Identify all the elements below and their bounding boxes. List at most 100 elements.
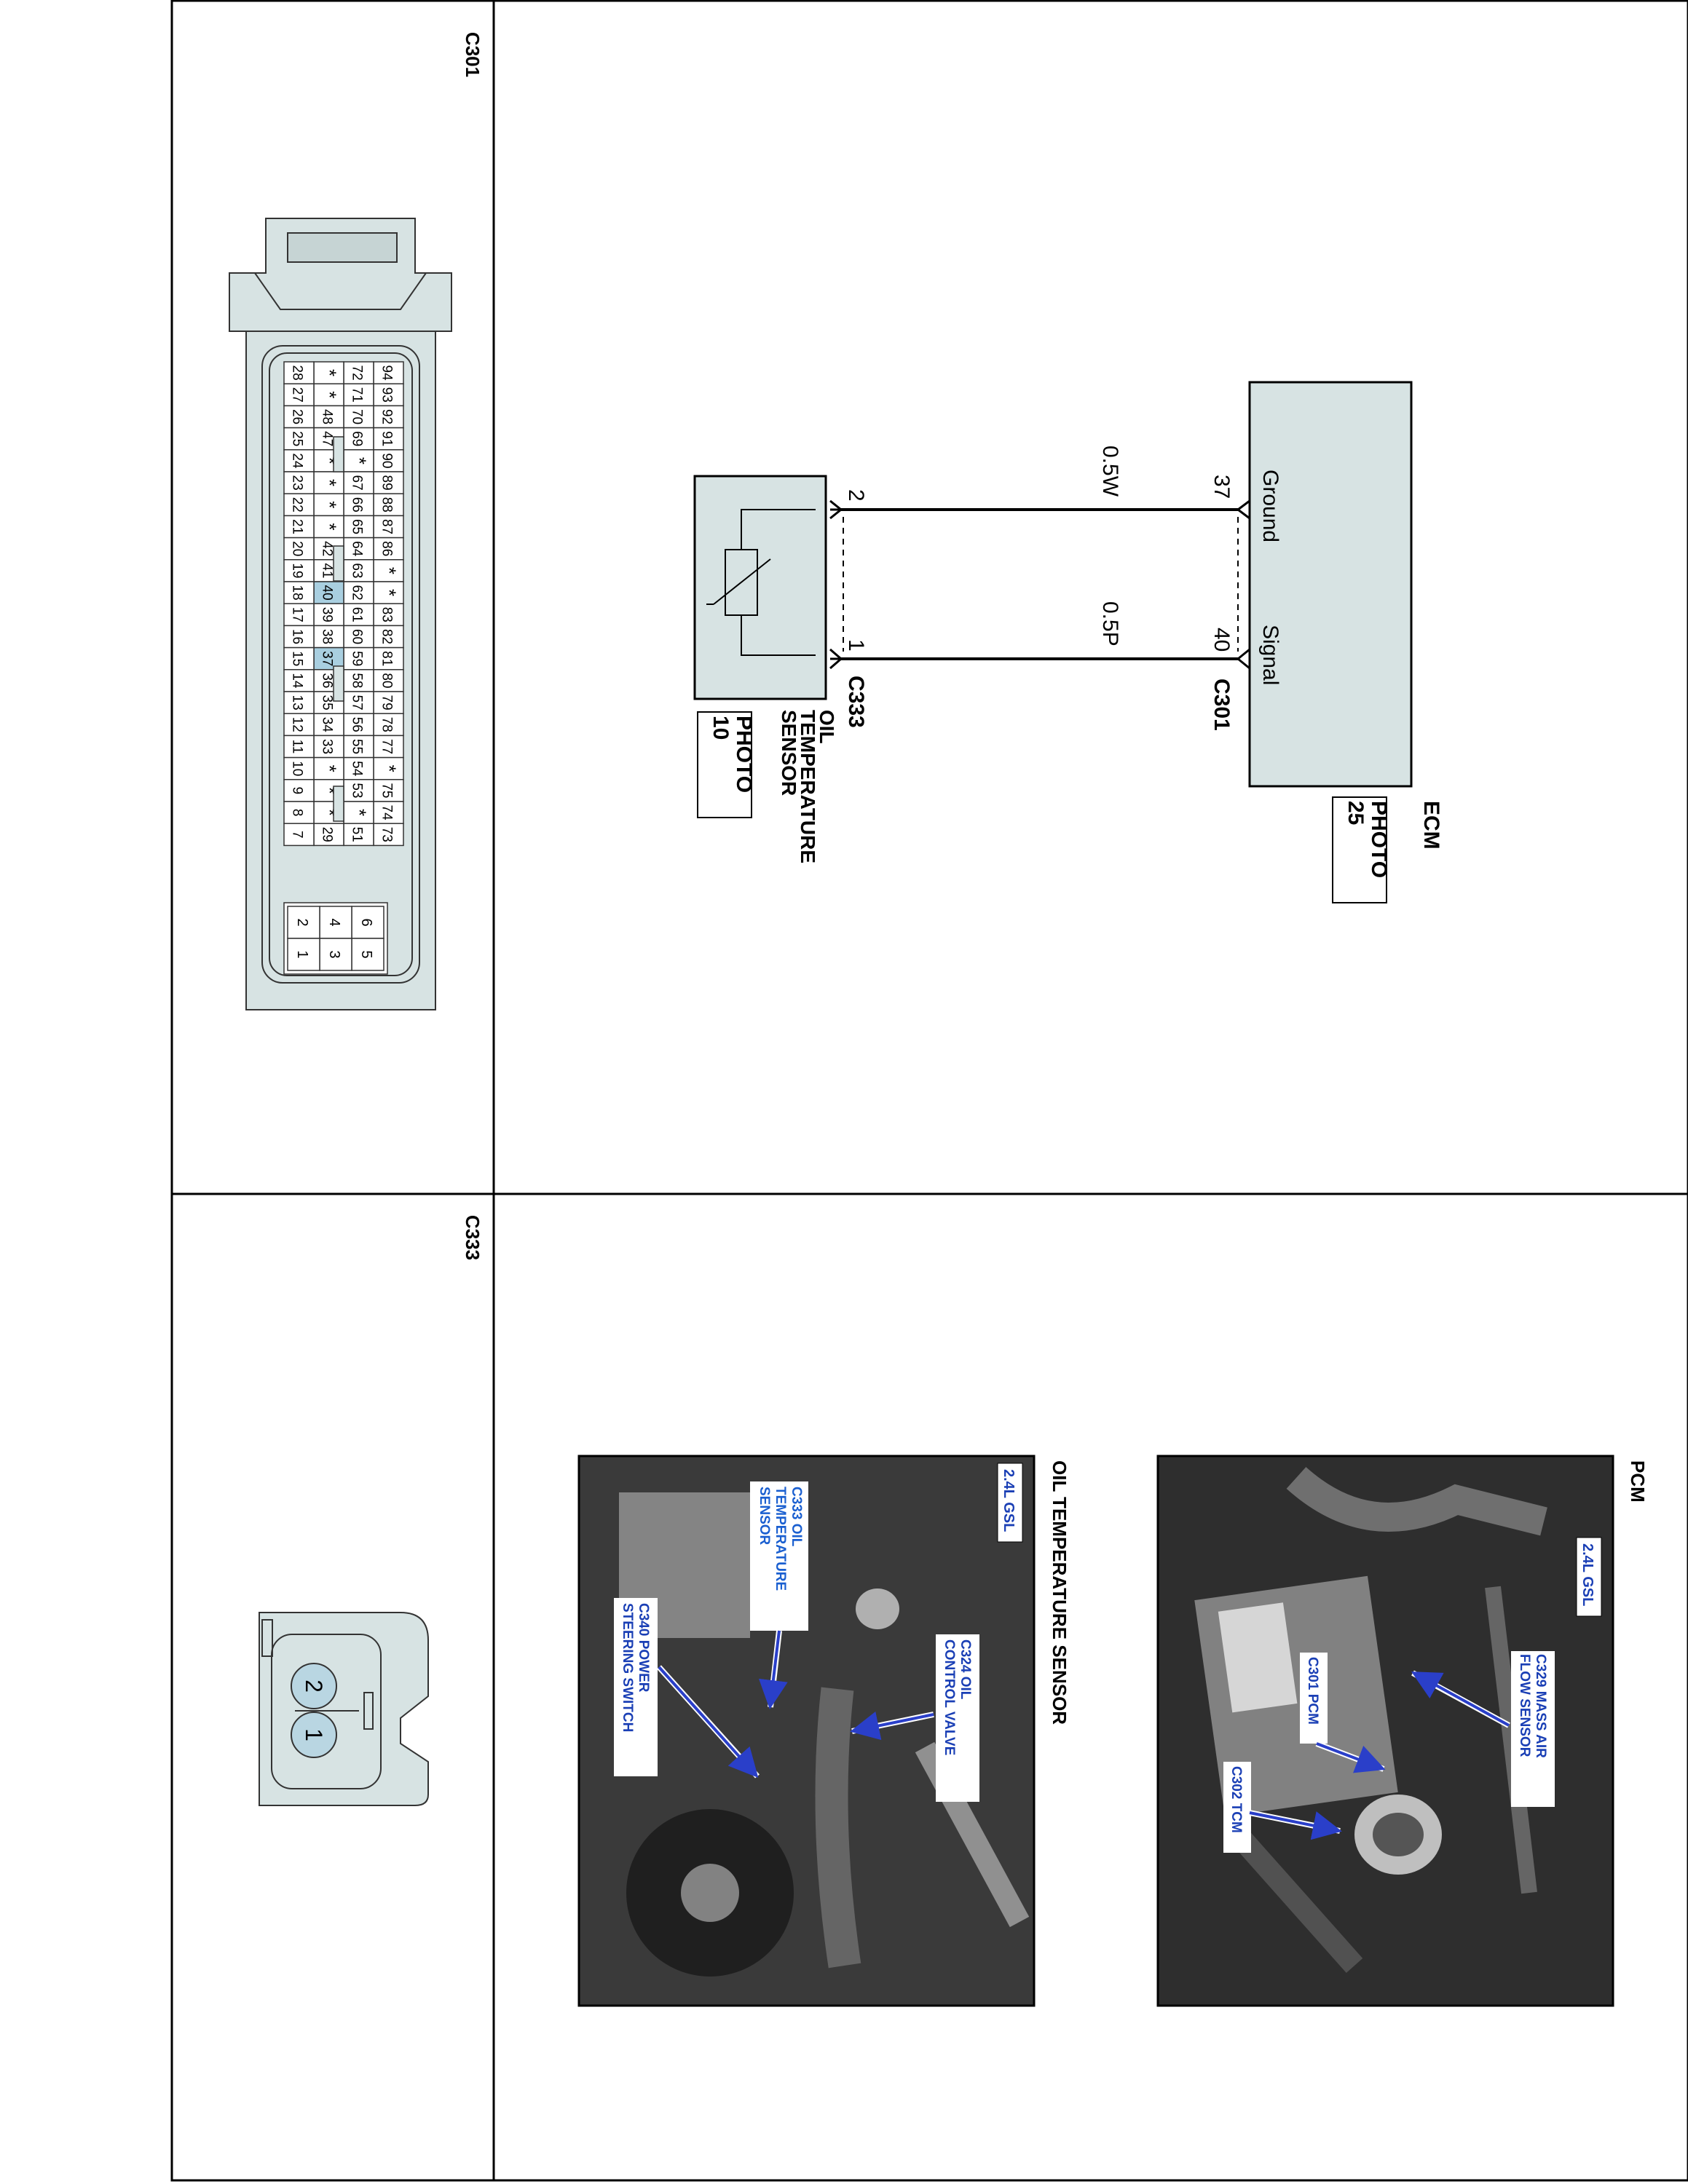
c301-pin-label: 59: [350, 651, 365, 666]
photo-pcm-callout-pcm-box: [1300, 1653, 1328, 1744]
c301-pin-label: 73: [379, 827, 395, 842]
c301-pin-label: 54: [350, 761, 365, 777]
c301-pin-label: 86: [379, 541, 395, 556]
c301-keyway: [333, 665, 344, 702]
c301-pin-cell: [373, 515, 404, 539]
photo-oil-badge-box: [997, 1463, 1023, 1543]
photo-oil-callout-sensor: C333 OIL TEMPERATURE SENSOR: [757, 1487, 804, 1595]
c301-pin-label: 75: [379, 783, 395, 798]
c301-pin-cell: [283, 779, 315, 802]
c301-pin-label: 77: [379, 739, 395, 754]
c301-pin-label: 70: [350, 409, 365, 424]
c301-pin-cell: [283, 823, 315, 847]
c301-pin-cell: [283, 756, 315, 780]
c301-pin-cell: [283, 625, 315, 649]
c301-pin-label: 72: [350, 365, 365, 381]
c301-pin-cell: [343, 383, 374, 407]
c333-pin-1-label: 1: [301, 1728, 327, 1741]
c301-pin-label: *: [319, 523, 341, 530]
c301-small-pin-label: 4: [326, 918, 342, 926]
c333-connector-label: C333: [844, 676, 868, 728]
c301-pin-label: 24: [290, 453, 305, 469]
photo-oil-arrow-sensor-inner: [758, 1630, 788, 1709]
c301-pin-label: 53: [350, 783, 365, 798]
c301-pin-label: *: [319, 809, 341, 816]
thermistor-slash: [713, 558, 771, 605]
sensor-name-line1: OIL: [816, 710, 838, 744]
c301-pin-label: 21: [290, 519, 305, 534]
c301-pin-label: 13: [290, 695, 305, 711]
c301-pin-label: 12: [290, 717, 305, 732]
c301-pin-cell: [343, 823, 374, 847]
c301-pin-label: *: [379, 765, 401, 772]
ecm-pin-ground-number: 37: [1210, 475, 1234, 499]
c301-pin-label: 74: [379, 805, 395, 821]
c301-pin-label: 89: [379, 475, 395, 491]
c301-pin-label: 87: [379, 519, 395, 534]
oil-temp-sensor-box: [693, 475, 827, 700]
c301-pin-cell: [373, 449, 404, 472]
c301-small-pin-label: 2: [294, 918, 310, 926]
signal-wire-color: 0.5P: [1098, 601, 1122, 646]
c301-pin-label: 57: [350, 695, 365, 711]
photo-pcm-title: PCM: [1627, 1460, 1649, 1503]
c301-pin-label: 61: [350, 607, 365, 622]
c301-pin-label: *: [379, 589, 401, 596]
c301-pin-label: *: [319, 479, 341, 486]
c301-pin-label: 25: [290, 431, 305, 446]
c301-pin-cell: [343, 405, 374, 429]
c333-connector-face: 2 1: [259, 1612, 429, 1806]
c301-pin-label: 88: [379, 497, 395, 513]
c301-small-pin-label: 6: [358, 918, 374, 926]
connector-inner-frame-2: [269, 352, 413, 976]
c301-connector-label: C301: [1210, 678, 1234, 731]
c333-pin-1: [291, 1712, 337, 1758]
photo-oil-title: OIL TEMPERATURE SENSOR: [1049, 1460, 1070, 1725]
c301-pin-label: 78: [379, 717, 395, 732]
sensor-pin-top: 2: [844, 489, 868, 502]
c301-pin-cell: [373, 361, 404, 384]
sensor-pin-bottom: 1: [844, 639, 868, 652]
photo-pcm-callout-pcm: C301 PCM: [1305, 1657, 1320, 1725]
ecm-box: [1248, 381, 1413, 788]
photo-oil-callout-sensor-box: [750, 1481, 808, 1631]
ecm-photo-box: [1332, 796, 1387, 903]
photo-oil-arrow-valve-inner: [850, 1711, 934, 1741]
c301-pin-label: 34: [320, 717, 335, 733]
c301-pin-label: 66: [350, 497, 365, 513]
c301-small-pin-cell: [287, 906, 320, 939]
ecm-ground-terminal: [1237, 499, 1250, 520]
c301-pin-label: 80: [379, 673, 395, 688]
c301-pin-cell: [283, 713, 315, 737]
connector-inner-frame: [261, 345, 420, 984]
c301-pin-label: *: [379, 567, 401, 574]
c301-pin-cell: [373, 405, 404, 429]
c301-pin-label: 79: [379, 695, 395, 711]
photo-pcm-callout-maf-box: [1511, 1651, 1555, 1807]
c301-pin-cell: [343, 691, 374, 714]
c301-pin-cell: [313, 493, 344, 517]
c301-pin-label: 51: [350, 827, 365, 842]
c301-pin-label: 33: [320, 739, 335, 754]
c301-keyway: [333, 436, 344, 472]
c301-pin-cell: [313, 405, 344, 429]
panel-label-c333: C333: [462, 1215, 484, 1260]
c301-pin-label: 40: [320, 585, 335, 601]
c301-pin-label: 64: [350, 541, 365, 557]
sensor-name-line3: SENSOR: [778, 710, 800, 796]
c301-pin-label: *: [319, 391, 341, 398]
c301-pin-label: 71: [350, 387, 365, 403]
c301-pin-cell: [373, 471, 404, 494]
photo-pcm-badge: 2.4L GSL: [1579, 1543, 1596, 1606]
c301-pin-cell: [313, 756, 344, 780]
c301-pin-label: 83: [379, 607, 395, 622]
c301-pin-label: *: [319, 501, 341, 508]
c301-pin-label: 82: [379, 629, 395, 644]
sensor-photo-box: [697, 711, 752, 818]
c301-pin-label: 28: [290, 365, 305, 381]
c301-pin-label: 16: [290, 629, 305, 644]
photo-oil-callout-valve-box: [936, 1634, 979, 1802]
c301-pin-label: 39: [320, 607, 335, 622]
c301-small-pin-cell: [287, 938, 320, 971]
